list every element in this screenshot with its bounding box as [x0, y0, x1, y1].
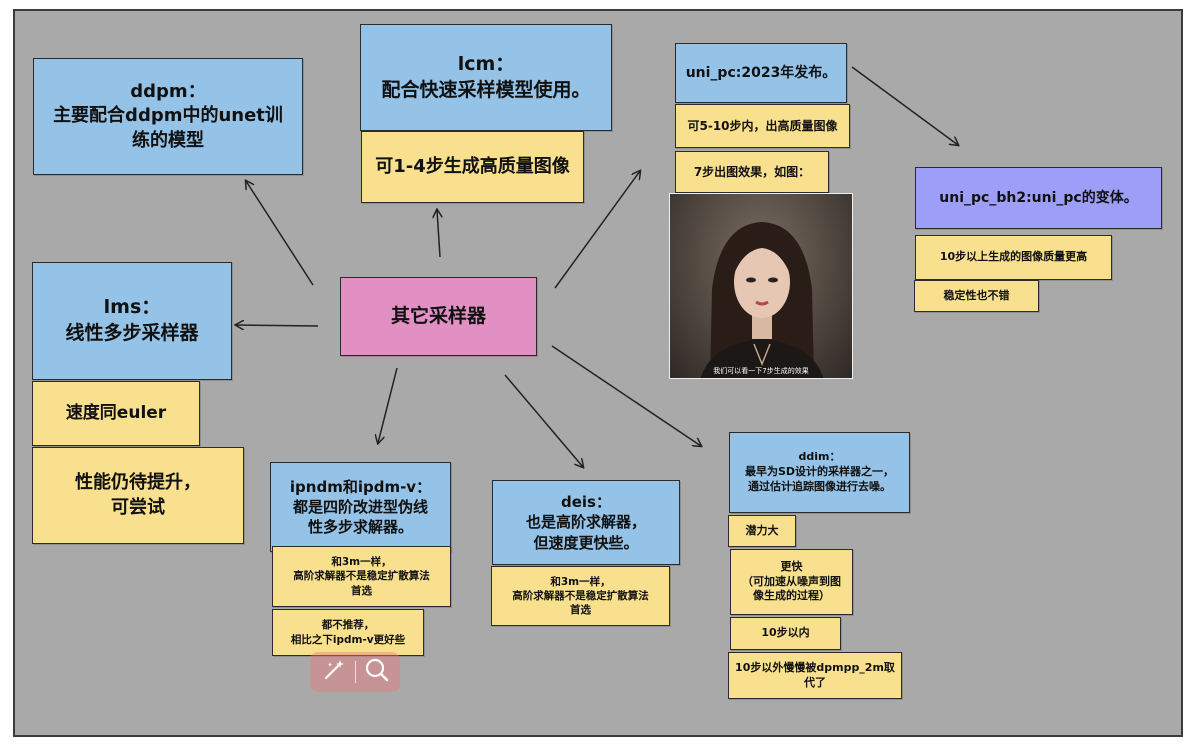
ddpm-node: ddpm： 主要配合ddpm中的unet训 练的模型 — [33, 58, 303, 175]
arrow-to-lms — [236, 325, 319, 326]
ipndm-note-2: 都不推荐， 相比之下ipdm-v更好些 — [272, 609, 424, 656]
ipndm-node: ipndm和ipdm-v： 都是四阶改进型伪线 性多步求解器。 — [270, 462, 451, 552]
ddim-note-1: 潜力大 — [728, 515, 796, 547]
lms-node: lms： 线性多步采样器 — [32, 262, 232, 380]
center-node: 其它采样器 — [340, 277, 537, 356]
lcm-note: 可1-4步生成高质量图像 — [361, 131, 584, 203]
deis-node: deis： 也是高阶求解器， 但速度更快些。 — [492, 480, 680, 565]
uni-pc-bh2-note-2: 稳定性也不错 — [914, 280, 1039, 312]
uni-pc-note-2: 7步出图效果，如图： — [675, 151, 829, 193]
portrait-illustration — [700, 222, 824, 378]
uni-pc-node: uni_pc:2023年发布。 — [675, 43, 847, 103]
search-icon[interactable] — [364, 657, 390, 687]
arrow-to-ddpm — [246, 181, 314, 286]
arrow-to-ddim — [551, 345, 701, 446]
sample-output-image: 我们可以看一下7步生成的效果 — [669, 193, 853, 379]
ddim-node: ddim： 最早为SD设计的采样器之一， 通过估计追踪图像进行去噪。 — [729, 432, 910, 513]
uni-pc-bh2-note-1: 10步以上生成的图像质量更高 — [915, 235, 1112, 280]
ddim-note-2: 更快 （可加速从噪声到图 像生成的过程） — [730, 549, 853, 615]
arrow-to-ipndm — [378, 367, 398, 443]
ddim-note-4: 10步以外慢慢被dpmpp_2m取 代了 — [728, 652, 902, 699]
arrow-to-deis — [504, 374, 583, 467]
floating-toolbar[interactable] — [310, 652, 400, 692]
ipndm-note-1: 和3m一样， 高阶求解器不是稳定扩散算法 首选 — [272, 546, 451, 607]
lcm-node: lcm： 配合快速采样模型使用。 — [360, 24, 612, 131]
arrow-uni-pc-to-bh2 — [851, 66, 958, 145]
deis-note: 和3m一样， 高阶求解器不是稳定扩散算法 首选 — [491, 566, 670, 626]
image-caption: 我们可以看一下7步生成的效果 — [713, 367, 809, 375]
uni-pc-bh2-node: uni_pc_bh2:uni_pc的变体。 — [915, 167, 1162, 229]
ddim-note-3: 10步以内 — [730, 617, 841, 650]
uni-pc-note-1: 可5-10步内，出高质量图像 — [675, 104, 850, 148]
arrow-to-uni-pc — [554, 171, 640, 289]
lms-note-1: 速度同euler — [32, 381, 200, 446]
edit-sparkle-icon[interactable] — [321, 657, 347, 687]
arrow-to-lcm — [437, 210, 440, 258]
lms-note-2: 性能仍待提升， 可尝试 — [32, 447, 244, 544]
toolbar-divider — [354, 661, 356, 683]
